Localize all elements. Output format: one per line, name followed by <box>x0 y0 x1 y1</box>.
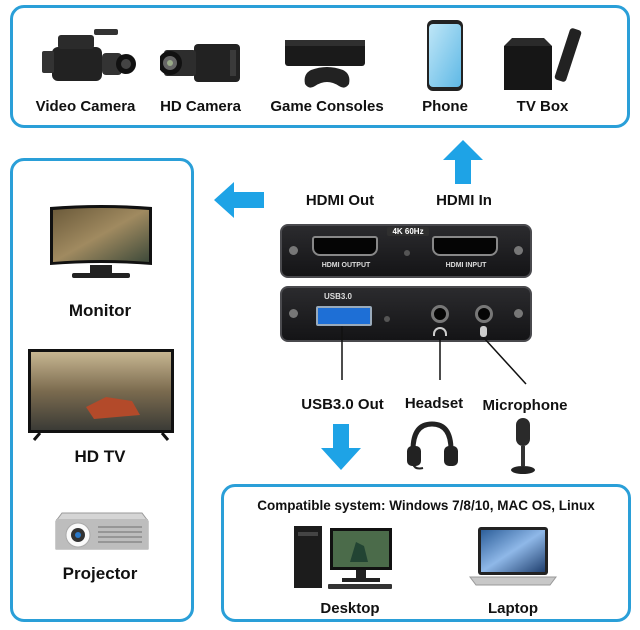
arrow-up-icon <box>443 140 483 184</box>
compatible-label-desktop: Desktop <box>320 600 380 617</box>
tv-icon <box>28 349 174 441</box>
desktop-icon <box>294 526 392 589</box>
headset-jack[interactable] <box>431 305 449 323</box>
screw-front-left <box>289 246 298 255</box>
display-label-projector: Projector <box>62 564 138 583</box>
headset-label: Headset <box>404 395 464 412</box>
screw-back-left <box>289 309 298 318</box>
resolution-badge: 4K 60Hz <box>387 227 429 236</box>
compatible-title: Compatible system: Windows 7/8/10, MAC O… <box>257 498 595 513</box>
source-label-game-consoles: Game Consoles <box>270 98 384 115</box>
microphone-engraving-icon <box>480 326 487 337</box>
game-console-icon <box>285 40 365 88</box>
usb-engraving: USB3.0 <box>323 292 352 301</box>
display-label-monitor: Monitor <box>68 301 132 320</box>
tv-box-icon <box>504 28 582 90</box>
video-camera-icon <box>42 29 136 81</box>
microphone-label: Microphone <box>482 397 568 414</box>
headset-icon <box>407 421 458 470</box>
microphone-icon <box>511 418 535 474</box>
compatible-panel <box>221 484 631 622</box>
display-label-hd-tv: HD TV <box>74 447 126 466</box>
hd-camera-icon <box>160 44 240 82</box>
hdmi-input-engraving: HDMI INPUT <box>445 262 487 269</box>
screw-front-right <box>514 246 523 255</box>
hdmi-input-port[interactable] <box>432 236 498 256</box>
arrow-left-icon <box>214 182 264 218</box>
source-label-video-camera: Video Camera <box>35 98 136 115</box>
compatible-label-laptop: Laptop <box>488 600 538 617</box>
connector-lines <box>341 326 527 385</box>
usb3-port[interactable] <box>316 306 372 326</box>
status-led <box>404 250 410 256</box>
microphone-jack[interactable] <box>475 305 493 323</box>
back-led <box>384 316 390 322</box>
arrow-down-icon <box>321 424 361 470</box>
hdmi-out-label: HDMI Out <box>305 192 375 209</box>
source-label-hd-camera: HD Camera <box>160 98 241 115</box>
source-label-tv-box: TV Box <box>516 98 569 115</box>
source-label-phone: Phone <box>422 98 468 115</box>
headset-engraving-icon <box>433 327 447 336</box>
phone-icon <box>427 20 463 91</box>
hdmi-output-engraving: HDMI OUTPUT <box>321 262 371 269</box>
hdmi-output-port[interactable] <box>312 236 378 256</box>
monitor-icon <box>50 205 152 278</box>
projector-icon <box>55 512 149 550</box>
usb3-out-label: USB3.0 Out <box>301 396 384 413</box>
hdmi-in-label: HDMI In <box>436 192 492 209</box>
laptop-icon <box>469 527 557 586</box>
screw-back-right <box>514 309 523 318</box>
